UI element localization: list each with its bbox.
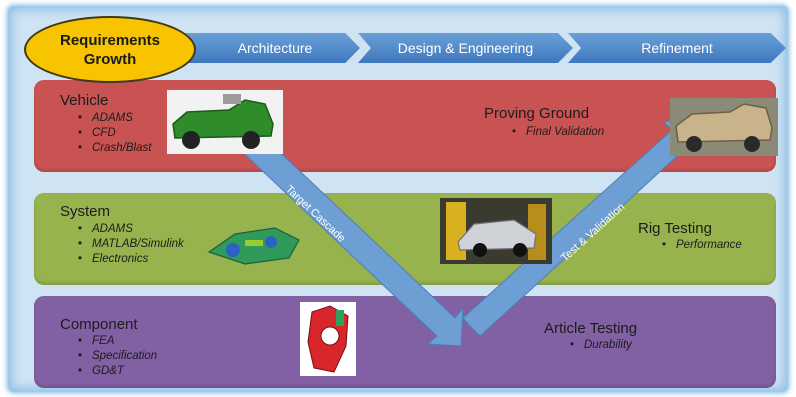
list-item: Electronics [78, 252, 184, 267]
vehicle-title: Vehicle [60, 92, 109, 109]
requirements-growth-badge: Requirements Growth [24, 16, 196, 83]
system-level-band: System ADAMS MATLAB/Simulink Electronics… [34, 193, 776, 285]
rig-test-vehicle-photo [440, 198, 552, 264]
vehicle-tools-list: ADAMS CFD Crash/Blast [78, 111, 151, 156]
component-tools-list: FEA Specification GD&T [78, 334, 157, 379]
rig-testing-list: Performance [662, 238, 742, 253]
list-item: MATLAB/Simulink [78, 237, 184, 252]
tan-military-vehicle-icon [670, 98, 778, 156]
list-item: GD&T [78, 364, 157, 379]
stage-refinement-label: Refinement [641, 40, 713, 56]
system-tools-list: ADAMS MATLAB/Simulink Electronics [78, 222, 184, 267]
badge-line-2: Growth [83, 50, 137, 68]
article-testing-title: Article Testing [544, 320, 638, 337]
badge-line-1: Requirements [59, 31, 161, 49]
target-cascade-arrow [221, 123, 464, 347]
list-item: Performance [662, 238, 742, 253]
list-item: Specification [78, 349, 157, 364]
proving-ground-title: Proving Ground [484, 105, 590, 122]
red-component-fea-icon [300, 302, 356, 376]
list-item: FEA [78, 334, 157, 349]
proving-ground-list: Final Validation [512, 125, 604, 140]
list-item: Crash/Blast [78, 141, 151, 156]
green-suspension-assembly-icon [207, 227, 300, 265]
article-testing-list: Durability [570, 338, 632, 353]
green-military-vehicle-icon [167, 90, 283, 154]
list-item: Durability [570, 338, 632, 353]
rig-testing-title: Rig Testing [638, 220, 712, 237]
stage-architecture-label: Architecture [237, 40, 313, 56]
list-item: CFD [78, 126, 151, 141]
list-item: ADAMS [78, 222, 184, 237]
list-item: ADAMS [78, 111, 151, 126]
stage-design-engineering-label: Design & Engineering [397, 40, 534, 56]
list-item: Final Validation [512, 125, 604, 140]
stage-refinement: Refinement [568, 33, 786, 63]
component-title: Component [60, 316, 138, 333]
component-level-band: Component FEA Specification GD&T Article… [34, 296, 776, 388]
stage-design-engineering: Design & Engineering [358, 33, 573, 63]
system-title: System [60, 203, 111, 220]
